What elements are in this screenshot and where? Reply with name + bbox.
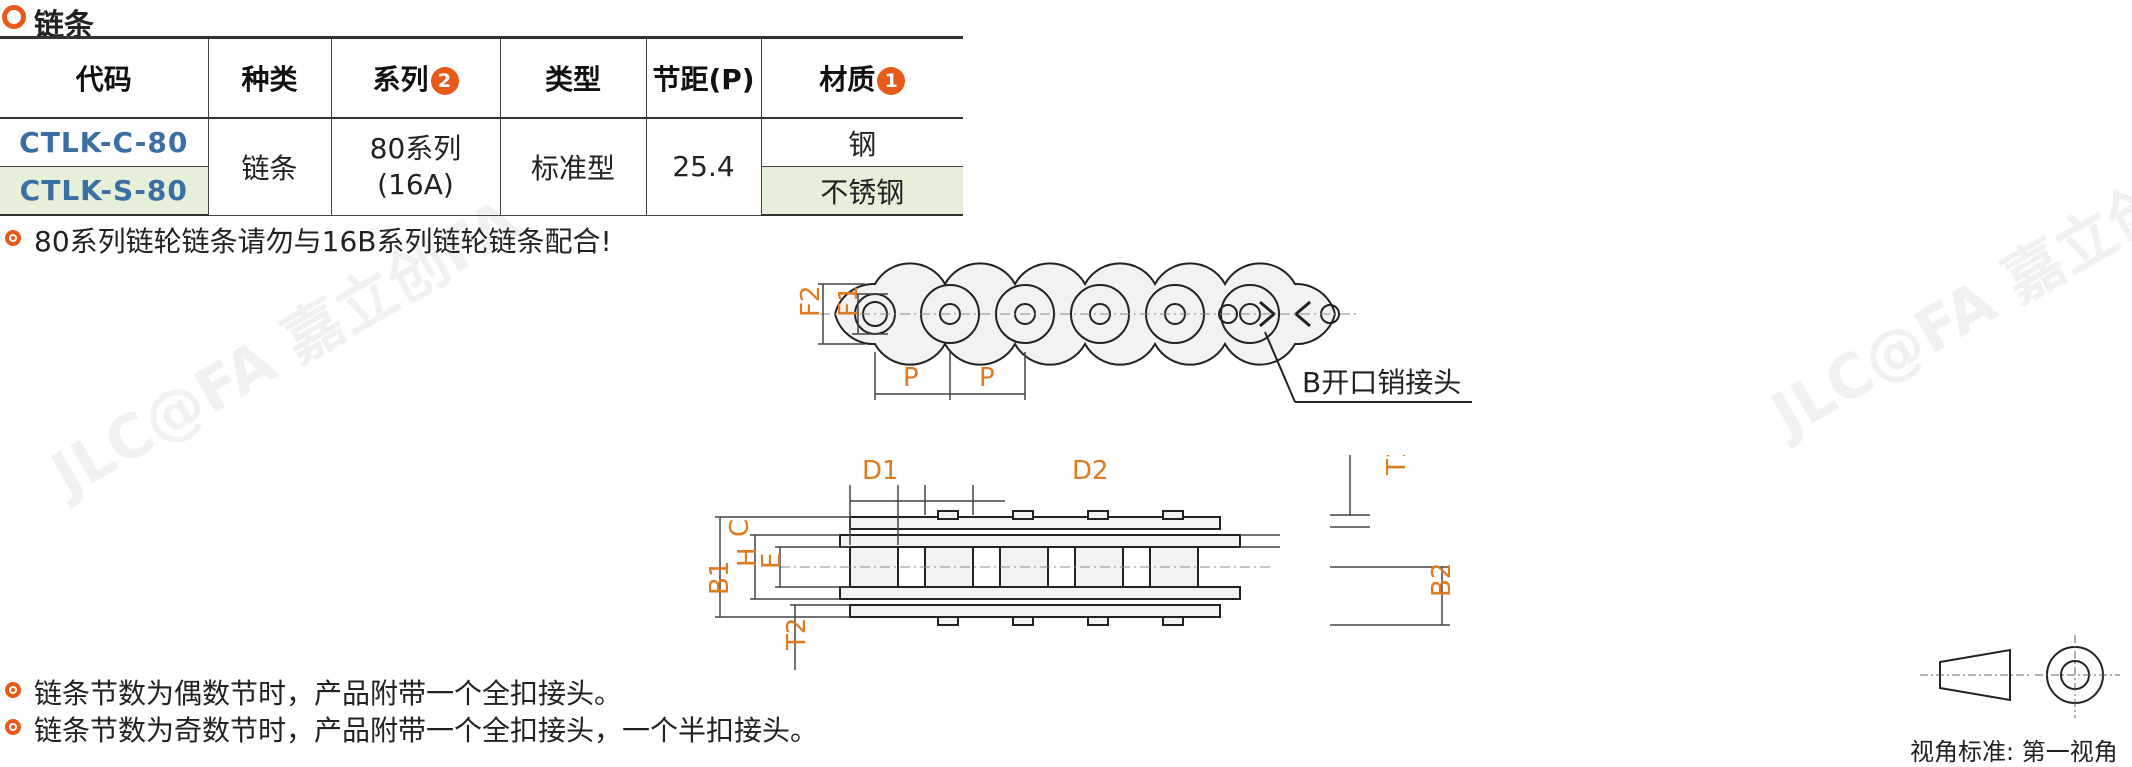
note-bullet-icon bbox=[5, 719, 21, 735]
dim-t1-label: T1 bbox=[1382, 455, 1412, 476]
code-cell[interactable]: CTLK-S-80 bbox=[0, 166, 209, 216]
even-note: 链条节数为偶数节时，产品附带一个全扣接头。 bbox=[34, 677, 623, 710]
kind-cell: 链条 bbox=[208, 118, 332, 216]
watermark-2: JLC@FA 嘉立创FA bbox=[1754, 114, 2132, 453]
dim-f2-label: F2 bbox=[796, 286, 826, 318]
view-standard-label: 视角标准: 第一视角 bbox=[1910, 738, 2118, 766]
chain-side-view-dims-right: T1 B2 bbox=[1330, 455, 1457, 626]
dim-f1-label: F1 bbox=[834, 286, 864, 318]
open-pin-joint-label: B开口销接头 bbox=[1302, 366, 1461, 399]
series-note-badge: 2 bbox=[430, 67, 459, 95]
dim-t2-label: T2 bbox=[782, 618, 812, 651]
dim-p-label-2: P bbox=[979, 363, 995, 393]
dim-d2-label: D2 bbox=[1072, 456, 1109, 486]
chain-top-view-diagram: F2 F1 P P B开口销接头 bbox=[796, 262, 1472, 403]
watermark-logo: JLC@FA bbox=[40, 327, 288, 511]
material-cell: 钢 bbox=[761, 118, 963, 167]
dim-e-label: E bbox=[757, 553, 787, 569]
series-cell: 80系列 (16A) bbox=[331, 118, 501, 216]
header-kind: 种类 bbox=[208, 36, 332, 119]
material-note-badge: 1 bbox=[877, 67, 906, 95]
header-pitch: 节距(P) bbox=[646, 36, 762, 119]
watermark-logo: JLC@FA bbox=[1760, 267, 2008, 451]
note-bullet-icon bbox=[5, 682, 21, 698]
compat-note: 80系列链轮链条请勿与16B系列链轮链条配合! bbox=[34, 225, 612, 258]
dim-c-label: C bbox=[725, 519, 755, 537]
dim-b1-label: B1 bbox=[705, 561, 735, 595]
type-cell: 标准型 bbox=[500, 118, 647, 216]
note-bullet-icon bbox=[5, 230, 21, 246]
dim-b2-label: B2 bbox=[1427, 563, 1457, 597]
dim-h-label: H bbox=[733, 547, 763, 567]
odd-note: 链条节数为奇数节时，产品附带一个全扣接头，一个半扣接头。 bbox=[34, 714, 819, 747]
dim-d1-label: D1 bbox=[862, 456, 899, 486]
chain-side-view-diagram: D1 D2 B1 C H E T2 bbox=[705, 456, 1280, 670]
first-angle-projection-icon bbox=[1920, 635, 2120, 718]
header-code: 代码 bbox=[0, 36, 209, 119]
material-cell: 不锈钢 bbox=[761, 166, 963, 216]
table-row: CTLK-S-80 不锈钢 bbox=[0, 166, 963, 216]
title-bullet-icon bbox=[2, 5, 26, 29]
dim-p-label: P bbox=[903, 363, 919, 393]
code-cell[interactable]: CTLK-C-80 bbox=[0, 118, 209, 167]
header-type: 类型 bbox=[500, 36, 647, 119]
pitch-cell: 25.4 bbox=[646, 118, 762, 216]
table-row: CTLK-C-80 链条 80系列 (16A) 标准型 25.4 钢 bbox=[0, 118, 963, 216]
watermark-cn: 嘉立创FA bbox=[1990, 126, 2132, 318]
